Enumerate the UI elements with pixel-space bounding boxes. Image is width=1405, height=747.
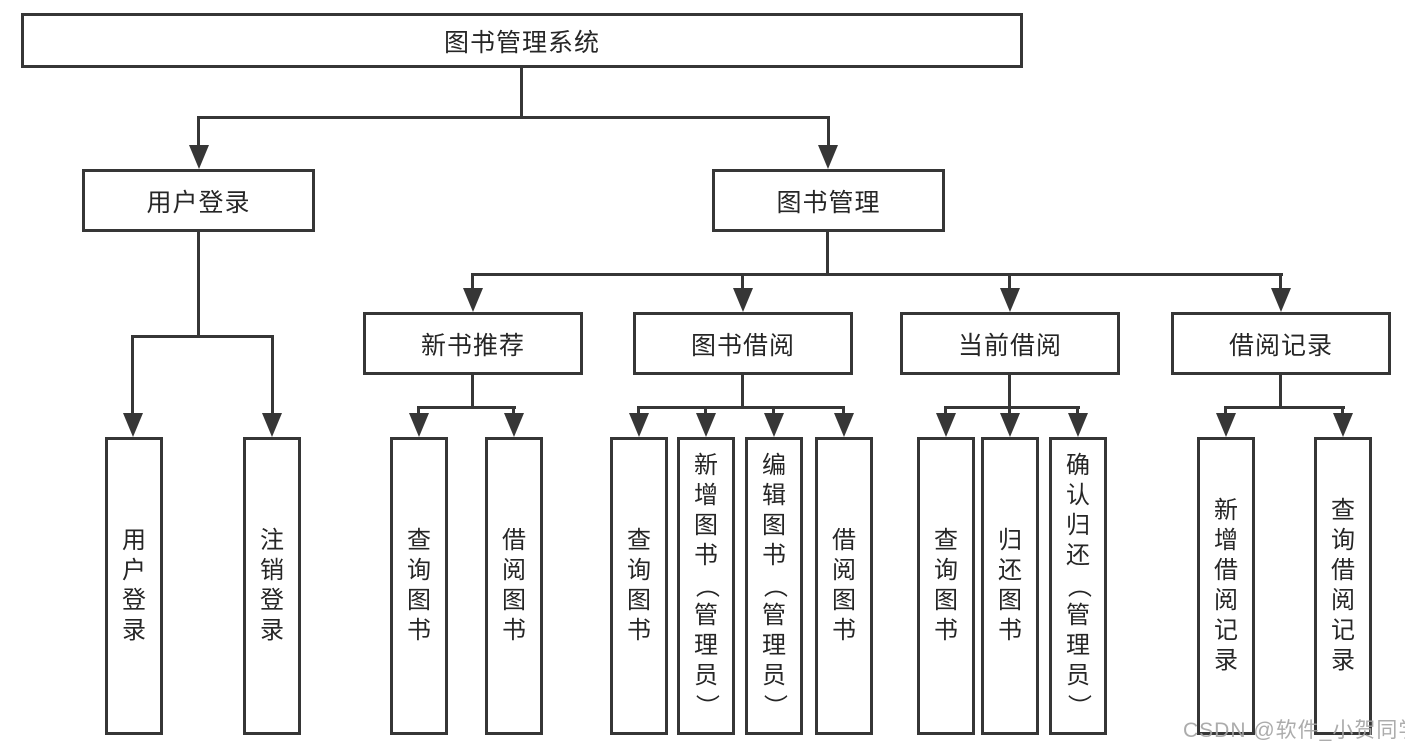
leaf-current-query-books: 查询图书 [917,437,975,735]
leaf-records-query-borrow-record: 查询借阅记录 [1314,437,1372,735]
connector-line [1008,373,1011,409]
connector-line [741,373,744,409]
connector-line [1008,406,1011,417]
arrow-down-icon [262,413,282,437]
leaf-current-return-books: 归还图书 [981,437,1039,735]
connector-line [417,406,516,409]
connector-line [826,230,829,276]
connector-line [471,273,474,292]
arrow-down-icon [1216,413,1236,437]
leaf-current-confirm-return-admin: 确认归还（管理员） [1049,437,1107,735]
connector-line [1076,406,1079,417]
connector-line [772,406,775,417]
connector-line [944,406,947,417]
connector-line [704,406,707,417]
connector-line [741,273,744,292]
arrow-down-icon [504,413,524,437]
connector-line [944,406,1080,409]
arrow-down-icon [733,288,753,312]
node-book-management: 图书管理 [712,169,945,232]
leaf-borrowing-add-books-admin: 新增图书（管理员） [677,437,735,735]
connector-line [131,335,134,415]
arrow-down-icon [696,413,716,437]
connector-line [1279,273,1282,292]
connector-line [471,373,474,409]
node-borrowing-records: 借阅记录 [1171,312,1391,375]
connector-line [271,335,274,415]
arrow-down-icon [189,145,209,169]
arrow-down-icon [123,413,143,437]
csdn-watermark: CSDN @软件_小贺同学 [1183,719,1405,742]
node-user-login: 用户登录 [82,169,315,232]
arrow-down-icon [1271,288,1291,312]
leaf-borrowing-borrow-books: 借阅图书 [815,437,873,735]
connector-line [520,66,523,119]
arrow-down-icon [1000,413,1020,437]
connector-line [1224,406,1345,409]
connector-line [131,335,274,338]
arrow-down-icon [409,413,429,437]
arrow-down-icon [936,413,956,437]
leaf-recommend-borrow-books: 借阅图书 [485,437,543,735]
leaf-logout-login: 注销登录 [243,437,301,735]
leaf-user-login: 用户登录 [105,437,163,735]
node-book-borrowing: 图书借阅 [633,312,853,375]
arrow-down-icon [1333,413,1353,437]
node-new-book-recommend: 新书推荐 [363,312,583,375]
arrow-down-icon [764,413,784,437]
connector-line [197,116,830,119]
connector-line [1341,406,1344,417]
connector-line [1008,273,1011,292]
arrow-down-icon [463,288,483,312]
connector-line [637,406,640,417]
connector-line [637,406,845,409]
arrow-down-icon [834,413,854,437]
root-node-library-management-system: 图书管理系统 [21,13,1023,68]
connector-line [197,230,200,338]
leaf-borrowing-query-books: 查询图书 [610,437,668,735]
arrow-down-icon [818,145,838,169]
leaf-recommend-query-books: 查询图书 [390,437,448,735]
connector-line [512,406,515,417]
connector-line [1224,406,1227,417]
connector-line [471,273,1283,276]
connector-line [417,406,420,417]
connector-line [197,116,200,148]
connector-line [842,406,845,417]
arrow-down-icon [1068,413,1088,437]
connector-line [827,116,830,148]
connector-line [1279,373,1282,409]
arrow-down-icon [629,413,649,437]
leaf-borrowing-edit-books-admin: 编辑图书（管理员） [745,437,803,735]
arrow-down-icon [1000,288,1020,312]
leaf-records-add-borrow-record: 新增借阅记录 [1197,437,1255,735]
node-current-borrowing: 当前借阅 [900,312,1120,375]
